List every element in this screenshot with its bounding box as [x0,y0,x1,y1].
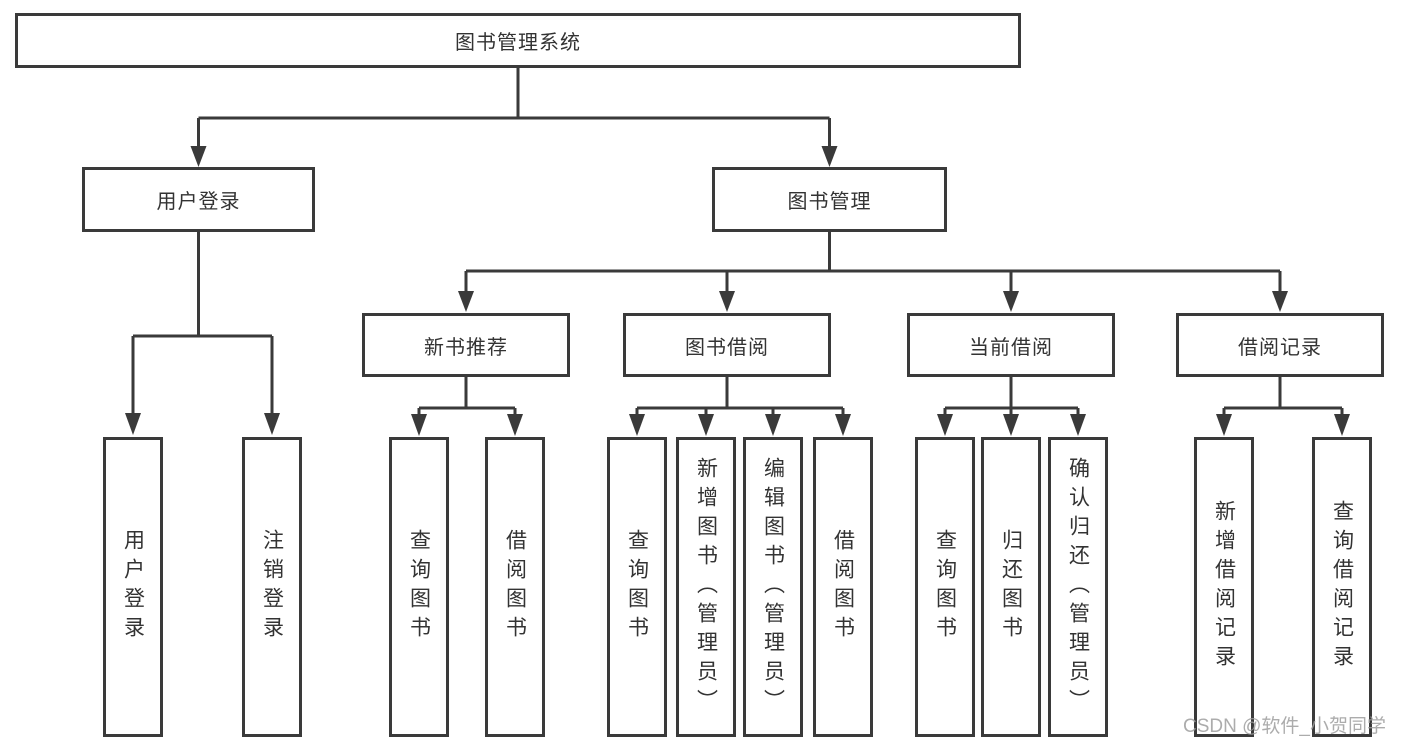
node-label: 图书管理 [787,191,872,213]
node-bw-borrow-books: 借阅图书 [813,437,873,737]
node-label: 用户登录 [156,191,241,213]
node-label: 确认归还（管理员） [1066,456,1090,718]
node-label: 图书管理系统 [455,32,581,54]
node-cur-return-books: 归还图书 [981,437,1041,737]
node-label: 归还图书 [999,529,1023,645]
node-bw-edit-books-admin: 编辑图书（管理员） [743,437,803,737]
csdn-watermark: CSDN @软件_小贺同学 [1183,716,1386,737]
node-rec-query-record: 查询借阅记录 [1312,437,1372,737]
node-label: 图书借阅 [685,336,769,359]
node-label: 注销登录 [260,529,284,645]
node-bw-query-books: 查询图书 [607,437,667,737]
node-label: 查询借阅记录 [1330,500,1354,674]
node-rec-add-record: 新增借阅记录 [1194,437,1254,737]
node-label: 查询图书 [933,529,957,645]
node-root: 图书管理系统 [15,13,1021,68]
node-label: 借阅图书 [831,529,855,645]
node-label: 新增借阅记录 [1212,500,1236,674]
node-label: 查询图书 [625,529,649,645]
connector-paths [131,68,1344,416]
node-label: 新增图书（管理员） [694,456,718,718]
node-borrow-records: 借阅记录 [1176,313,1384,377]
node-label: 编辑图书（管理员） [761,456,785,718]
node-user-login: 用户登录 [82,167,315,232]
node-logout: 注销登录 [242,437,302,737]
node-nb-borrow-books: 借阅图书 [485,437,545,737]
node-label: 用户登录 [121,529,145,645]
node-label: 新书推荐 [424,336,508,359]
node-label: 查询图书 [407,529,431,645]
node-label: 借阅记录 [1238,336,1322,359]
node-book-borrowing: 图书借阅 [623,313,831,377]
node-label: 借阅图书 [503,529,527,645]
node-cur-query-books: 查询图书 [915,437,975,737]
node-label: 当前借阅 [969,336,1053,359]
node-bw-add-books-admin: 新增图书（管理员） [676,437,736,737]
node-book-management: 图书管理 [712,167,947,232]
node-new-book-recommend: 新书推荐 [362,313,570,377]
node-login: 用户登录 [103,437,163,737]
node-cur-confirm-return-admin: 确认归还（管理员） [1048,437,1108,737]
node-nb-query-books: 查询图书 [389,437,449,737]
arrowheads [125,146,1350,436]
node-current-borrowing: 当前借阅 [907,313,1115,377]
